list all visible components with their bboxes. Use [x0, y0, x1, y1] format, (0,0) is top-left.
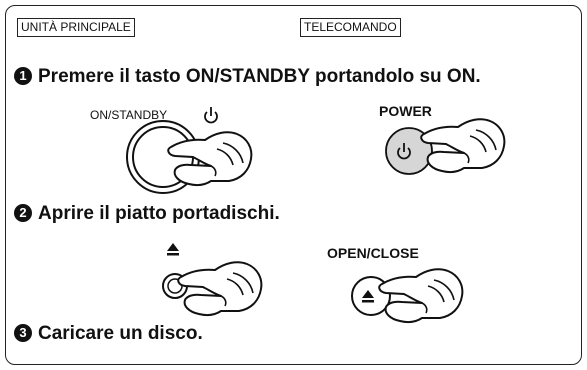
step-1-number: 1	[14, 67, 32, 85]
open-close-label: OPEN/CLOSE	[327, 245, 419, 261]
pointing-hand-icon	[177, 261, 263, 316]
step-1-text: Premere il tasto ON/STANDBY portandolo s…	[38, 66, 481, 87]
instruction-panel	[5, 5, 582, 365]
main-unit-tag: UNITÀ PRINCIPALE	[17, 18, 135, 37]
step-1: 1 Premere il tasto ON/STANDBY portandolo …	[14, 66, 481, 88]
power-icon	[397, 143, 411, 160]
step-3-text: Caricare un disco.	[38, 323, 203, 344]
step-2-text: Aprire il piatto portadischi.	[38, 203, 280, 224]
power-button	[385, 127, 433, 175]
step-2: 2 Aprire il piatto portadischi.	[14, 203, 280, 225]
step-3: 3 Caricare un disco.	[14, 323, 203, 345]
power-label: POWER	[379, 103, 432, 119]
remote-tag: TELECOMANDO	[300, 18, 401, 37]
eject-icon	[362, 290, 374, 303]
on-standby-label: ON/STANDBY	[90, 108, 168, 122]
eject-icon	[167, 243, 179, 256]
step-3-number: 3	[14, 324, 32, 342]
pointing-hand-icon	[378, 268, 464, 323]
pointing-hand-icon	[420, 118, 506, 173]
standby-power-icon	[204, 107, 218, 124]
step-2-number: 2	[14, 204, 32, 222]
